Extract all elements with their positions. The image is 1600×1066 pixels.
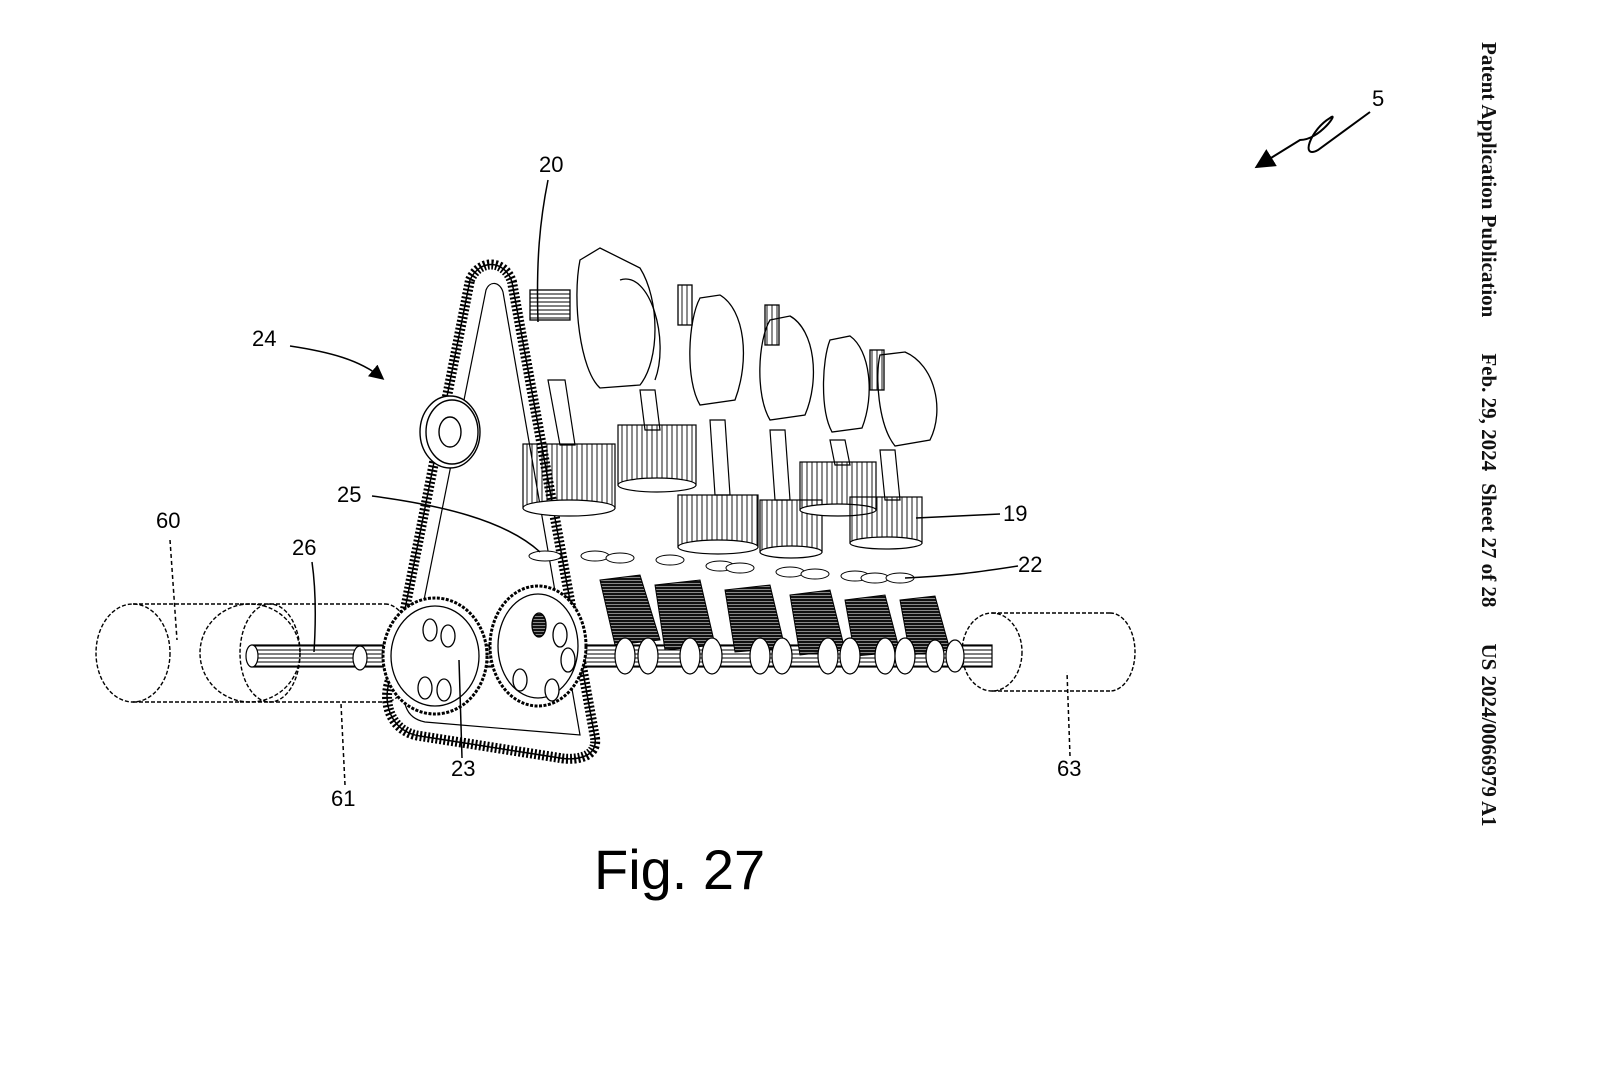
cylinder-60 bbox=[95, 603, 240, 703]
camshaft-lobes bbox=[614, 637, 965, 675]
pistons bbox=[522, 379, 923, 559]
ref-label-25: 25 bbox=[337, 482, 362, 507]
ref-label-61: 61 bbox=[331, 786, 356, 811]
piston-6 bbox=[849, 496, 923, 550]
leader-26 bbox=[311, 561, 317, 653]
leader-25 bbox=[371, 495, 541, 553]
ref-label-20: 20 bbox=[539, 152, 564, 177]
figure-caption: Fig. 27 bbox=[594, 838, 766, 901]
valve-caps bbox=[528, 550, 915, 584]
piston-4 bbox=[759, 499, 823, 559]
ref-label-5: 5 bbox=[1372, 86, 1385, 111]
leader-24 bbox=[289, 345, 385, 380]
piston-2 bbox=[617, 424, 697, 493]
idler-pulley bbox=[419, 395, 481, 469]
piston-1 bbox=[522, 443, 616, 517]
leader-19 bbox=[915, 513, 1001, 519]
leader-lines bbox=[169, 179, 1071, 786]
ref-label-63: 63 bbox=[1057, 756, 1082, 781]
leader-23 bbox=[458, 659, 463, 759]
leader-20 bbox=[536, 179, 549, 323]
ref-label-26: 26 bbox=[292, 535, 317, 560]
ref-label-60: 60 bbox=[156, 508, 181, 533]
leader-22 bbox=[904, 565, 1019, 579]
ref-label-19: 19 bbox=[1003, 501, 1028, 526]
leader-61 bbox=[340, 703, 346, 786]
leader-60 bbox=[169, 539, 178, 641]
ref-label-24: 24 bbox=[252, 326, 277, 351]
gear-left bbox=[381, 596, 489, 716]
assembly-leader bbox=[1254, 111, 1371, 169]
gear-right bbox=[488, 584, 588, 708]
ref-label-23: 23 bbox=[451, 756, 476, 781]
ref-label-22: 22 bbox=[1018, 552, 1043, 577]
leader-63 bbox=[1066, 671, 1071, 757]
valve-train bbox=[599, 574, 951, 657]
piston-3 bbox=[677, 494, 759, 555]
crankshaft bbox=[529, 247, 938, 447]
